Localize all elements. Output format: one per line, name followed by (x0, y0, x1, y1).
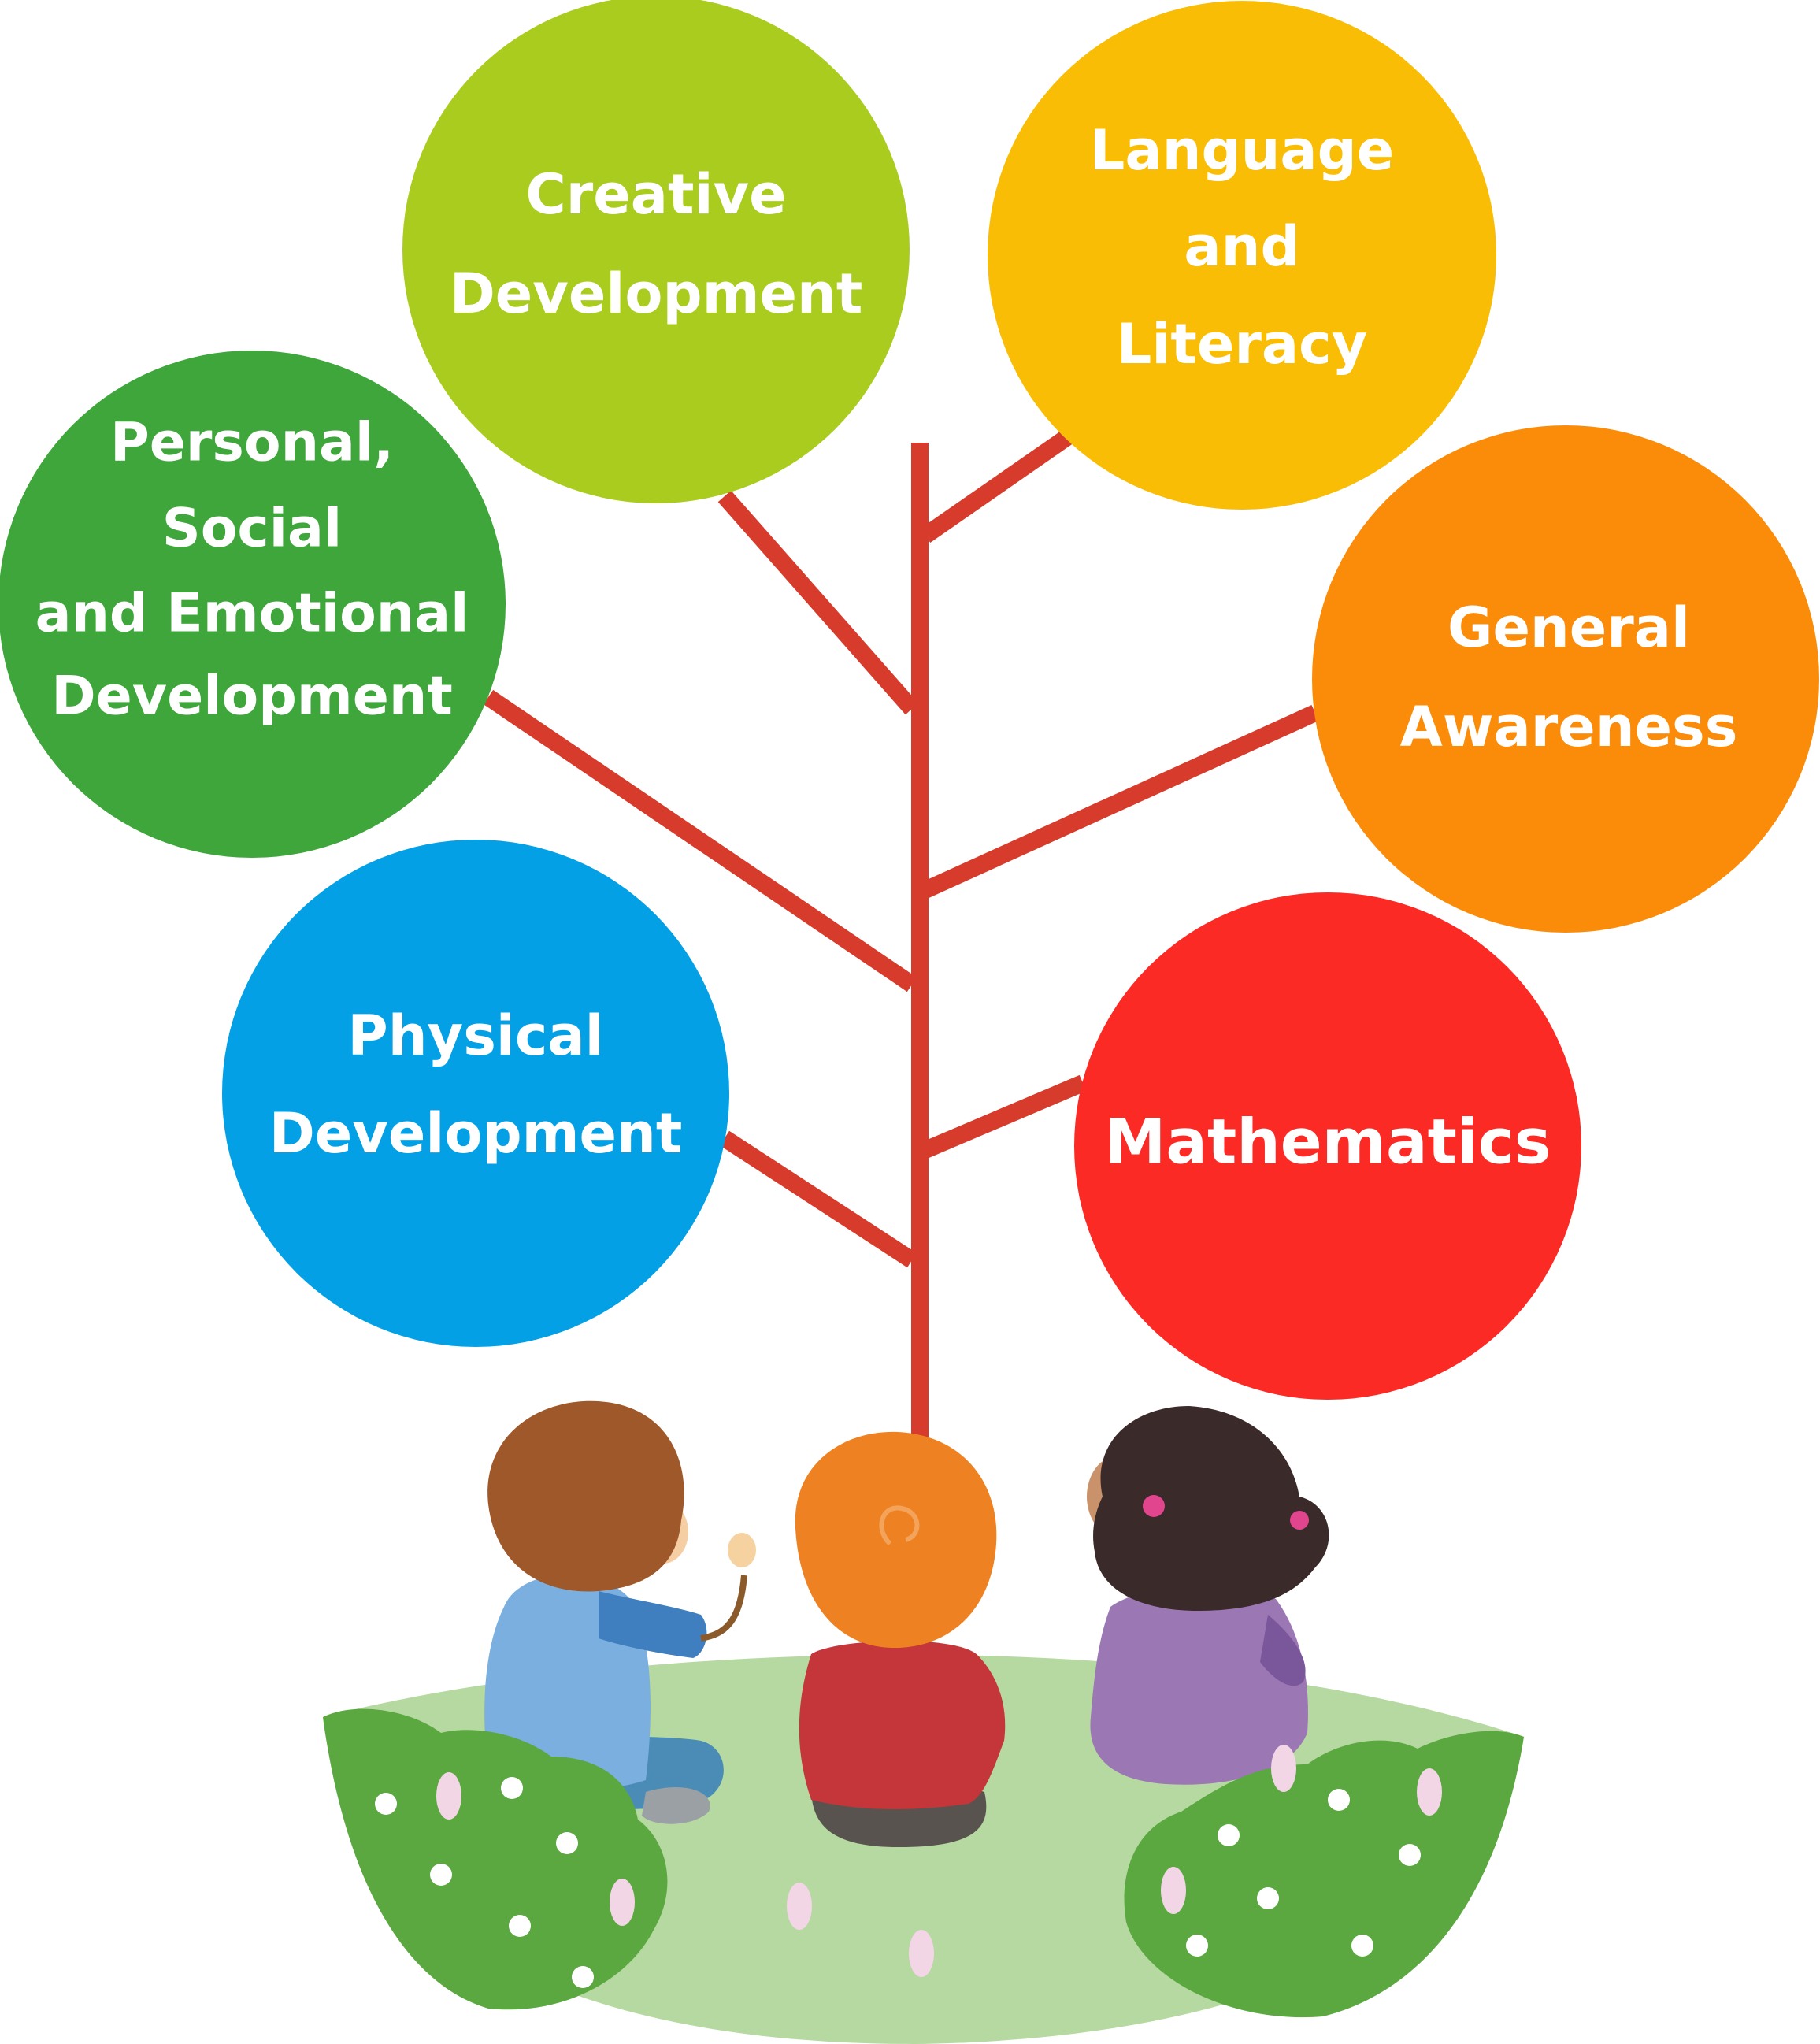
node-personal-label-line-2: Social (162, 498, 343, 560)
middle-hair (795, 1431, 997, 1649)
girl-hair (1093, 1406, 1329, 1611)
branch-math (921, 1074, 1087, 1159)
tulip-icon (1271, 1745, 1296, 1792)
child-girl-right (1087, 1406, 1329, 1785)
node-physical-label-line-2: Development (269, 1101, 683, 1166)
node-language-label-line-3: Literacy (1117, 312, 1367, 377)
branch-personal (483, 689, 917, 992)
tulip-icon (787, 1883, 812, 1930)
node-personal-label-line-1: Personal, (110, 412, 394, 474)
girl-dress (1090, 1584, 1308, 1785)
girl-arm (1260, 1615, 1306, 1686)
flower-icon (1328, 1789, 1350, 1811)
flower-icon (1257, 1887, 1279, 1909)
boy-arm (599, 1591, 707, 1658)
node-language-label-line-2: and (1184, 214, 1299, 279)
node-language-circle (988, 1, 1496, 510)
tulips-right (1161, 1745, 1442, 1914)
tulip-icon (436, 1772, 461, 1820)
boy-held-item (728, 1533, 756, 1567)
tulip-icon (1417, 1768, 1442, 1816)
node-personal-label-line-4: Development (51, 666, 453, 728)
node-general-circle (1312, 425, 1819, 933)
flower-icon (572, 1966, 594, 1988)
node-creative-circle (402, 0, 910, 503)
flower-icon (1186, 1935, 1208, 1957)
node-creative-label-line-2: Development (450, 262, 863, 326)
node-math-circle (1074, 892, 1581, 1400)
flower-icon (1218, 1824, 1240, 1846)
boy-hair (487, 1400, 684, 1592)
middle-body (799, 1641, 1006, 1809)
node-personal-circle (0, 351, 506, 858)
flower-icon (1351, 1935, 1373, 1957)
node-creative: Creative Development (402, 0, 910, 503)
node-language: Language and Literacy (988, 1, 1496, 510)
branch-language (920, 429, 1073, 543)
node-general: General Awareness (1312, 425, 1819, 933)
tulip-icon (909, 1930, 934, 1977)
boy-shoe (642, 1787, 710, 1824)
tree-branches (483, 429, 1319, 1449)
node-creative-label-line-1: Creative (525, 162, 786, 227)
flowers-left (375, 1777, 594, 1988)
middle-hair-swirl (879, 1505, 920, 1546)
flowers-right (1186, 1789, 1421, 1957)
node-physical-circle (222, 840, 729, 1347)
branch-general (921, 704, 1319, 899)
bush-left-shape (323, 1708, 668, 2010)
node-personal-label-line-3: and Emotional (35, 583, 469, 645)
flower-icon (1399, 1844, 1421, 1866)
node-physical: Physical Development (222, 840, 729, 1347)
tulip-icon (610, 1879, 635, 1926)
child-middle (795, 1431, 1006, 1847)
flower-icon (430, 1864, 452, 1886)
flower-icon (375, 1793, 397, 1815)
node-general-label-line-1: General (1447, 595, 1690, 660)
branch-physical (719, 1130, 917, 1268)
node-personal: Personal, Social and Emotional Developme… (0, 351, 506, 858)
bushes-left (323, 1708, 668, 2010)
bushes-right (1124, 1731, 1524, 2018)
flower-icon (501, 1777, 523, 1799)
boy-hand-stick (700, 1575, 747, 1642)
node-math: Mathematics (1074, 892, 1581, 1400)
tulips-left (436, 1772, 635, 1926)
branch-creative (717, 490, 919, 715)
node-physical-label-line-1: Physical (347, 1003, 603, 1068)
flower-icon (509, 1915, 531, 1937)
node-general-label-line-2: Awareness (1400, 695, 1738, 759)
children-illustration (484, 1400, 1329, 1847)
flower-icon (556, 1832, 578, 1854)
girl-bow-left (1143, 1495, 1165, 1517)
foreground-tulips (787, 1883, 934, 1977)
node-language-label-line-1: Language (1090, 118, 1394, 183)
tulip-icon (1161, 1867, 1186, 1914)
node-math-label-line-1: Mathematics (1105, 1107, 1551, 1178)
girl-bow-right (1290, 1511, 1309, 1530)
